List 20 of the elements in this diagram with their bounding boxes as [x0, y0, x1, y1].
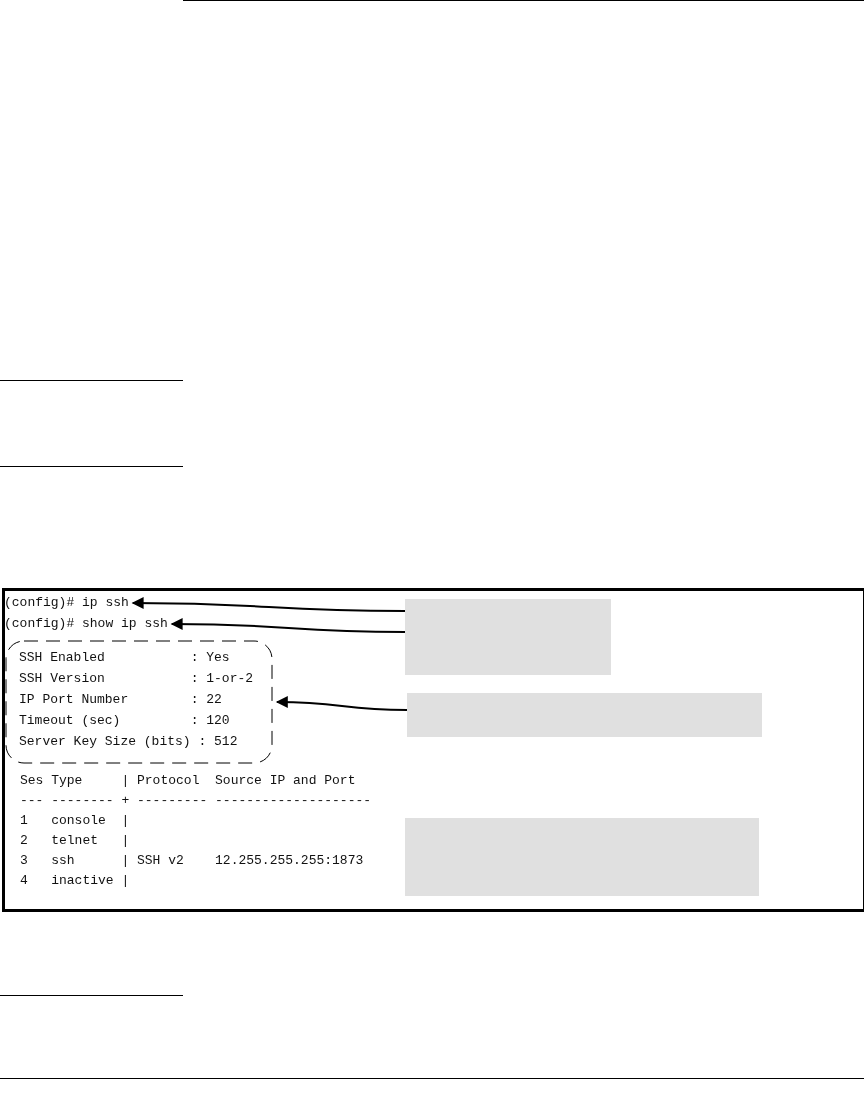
- output-line: SSH Version : 1-or-2: [19, 670, 254, 688]
- terminal-screenshot-frame: [2, 588, 864, 912]
- table-row-text: Ses Type | Protocol Source IP and Port: [20, 772, 356, 790]
- arrow: [131, 597, 406, 612]
- table-row-text: 3 ssh | SSH v2 12.255.255.255:1873: [20, 852, 364, 870]
- callout-box: [405, 599, 611, 675]
- command-line: (config)# show ip ssh: [4, 614, 168, 634]
- output-line: Server Key Size (bits) : 512: [19, 733, 238, 751]
- table-row-text: 1 console |: [20, 812, 130, 830]
- table-divider-text: --- -------- + --------- --------------------: [20, 792, 372, 810]
- callout-box: [407, 693, 762, 737]
- callout-box: [405, 818, 759, 896]
- table-row-text: 4 inactive |: [20, 872, 130, 890]
- table-row-text: 2 telnet |: [20, 832, 130, 850]
- output-line: Timeout (sec) : 120: [19, 712, 230, 730]
- output-line: SSH Enabled : Yes: [19, 649, 230, 667]
- output-line: IP Port Number : 22: [19, 691, 222, 709]
- arrow: [170, 618, 406, 633]
- arrow: [275, 696, 408, 711]
- command-line: (config)# ip ssh: [4, 593, 129, 613]
